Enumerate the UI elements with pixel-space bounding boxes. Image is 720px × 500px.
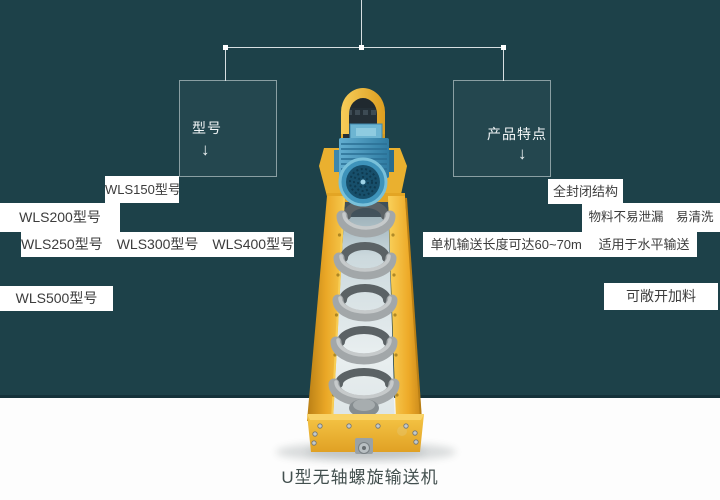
down-arrow-icon: ↓ — [518, 144, 527, 163]
feature-label-chip: 可敞开加料 — [604, 283, 718, 310]
model-label-chip: WLS500型号 — [0, 286, 113, 311]
connector-node-dot — [501, 45, 506, 50]
connector-drop-left-line — [225, 47, 226, 81]
down-arrow-icon: ↓ — [201, 140, 210, 159]
model-label-chip: WLS200型号 — [0, 203, 120, 232]
feature-label-chip: 全封闭结构 — [548, 179, 623, 204]
box-title: 产品特点 — [487, 126, 547, 142]
connector-branch-line — [225, 47, 504, 48]
feature-label-chip: 物料不易泄漏 易清洗 — [582, 203, 720, 232]
connector-drop-right-line — [503, 47, 504, 81]
connector-trunk-line — [361, 0, 362, 47]
model-label-chip: WLS250型号 WLS300型号 WLS400型号 — [21, 232, 294, 257]
feature-label-chip: 单机输送长度可达60~70m 适用于水平输送 — [423, 232, 697, 257]
connector-node-dot — [223, 45, 228, 50]
connector-node-dot — [359, 45, 364, 50]
model-category-box: 型号 ↓ — [179, 80, 277, 177]
box-title: 型号 — [192, 120, 222, 136]
product-caption: U型无轴螺旋输送机 — [281, 468, 439, 487]
feature-category-box: 产品特点 ↓ — [453, 80, 551, 177]
model-label-chip: WLS150型号 — [105, 176, 179, 203]
